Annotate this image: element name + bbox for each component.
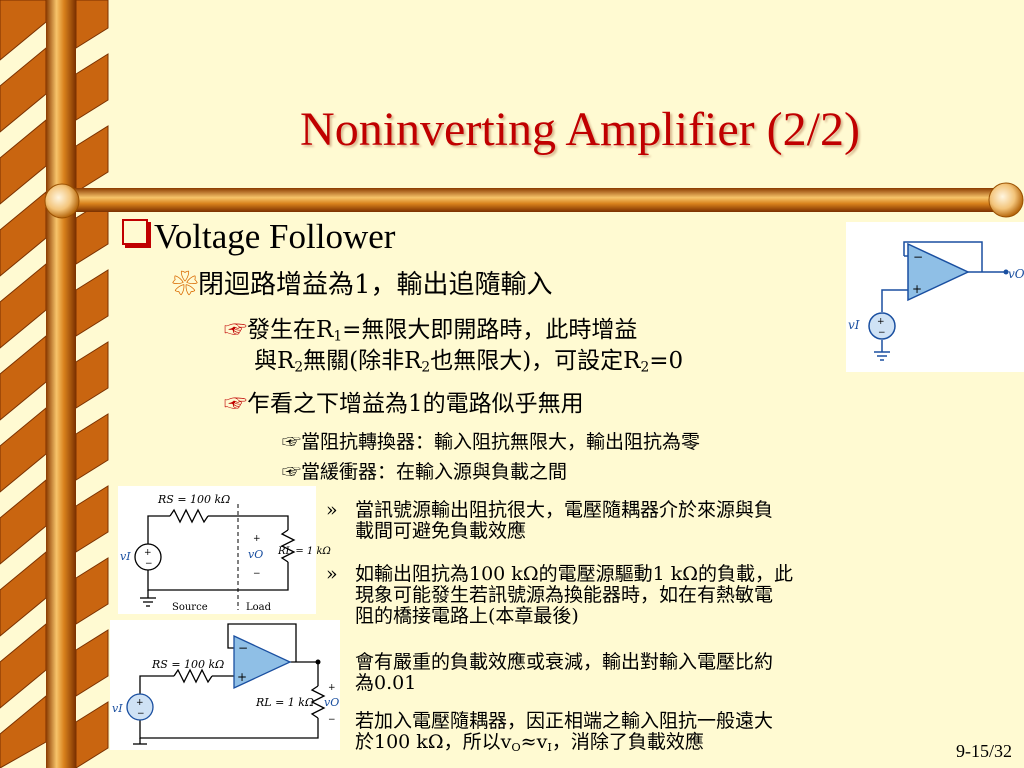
load-plus-label: + (253, 534, 261, 544)
source-circle-icon (134, 543, 162, 571)
text-part: 發生在R (247, 317, 334, 343)
load-minus-label: − (253, 569, 261, 579)
sub-bullet-4-text: 若加入電壓隨耦器，因正相端之輸入阻抗一般遠大 於100 kΩ，所以vO≈vI，消… (355, 711, 773, 753)
subscript: 2 (421, 359, 431, 376)
text-part: 也無限大)，可設定R (430, 348, 641, 374)
opamp-triangle-icon (907, 242, 970, 302)
buffered-circuit: − + + − vI RS = 100 kΩ RL = 1 kΩ + vO − (112, 623, 339, 745)
text-line: 會有嚴重的負載效應或衰減，輸出對輸入電壓比約 (355, 651, 774, 673)
raquo-bullet-icon: » (326, 499, 338, 521)
source-minus-label: − (137, 709, 145, 719)
sub-bullet-2: » (326, 564, 338, 585)
vo-label: vO (1008, 267, 1024, 281)
subscript: 1 (333, 328, 343, 345)
subscript: O (511, 739, 521, 754)
source-circle-icon (126, 693, 154, 721)
opamp-plus-label: + (237, 670, 247, 684)
opamp-minus-label: − (913, 250, 923, 264)
bullet-seems-useless: ☞乍看之下增益為1的電路似乎無用 (224, 391, 584, 417)
text-part: =無限大即開路時，此時增益 (342, 317, 638, 343)
load-plus-label: + (328, 683, 336, 693)
figure-buffered: − + + − vI RS = 100 kΩ RL = 1 kΩ + vO − (110, 620, 340, 750)
text-line: 阻的橋接電路上(本章最後) (355, 604, 579, 627)
pole-knob-right (988, 182, 1024, 218)
text-line: 載間可避免負載效應 (355, 519, 527, 542)
sub-bullet-2-text: 如輸出阻抗為100 kΩ的電壓源驅動1 kΩ的負載，此 現象可能發生若訊號源為換… (355, 564, 793, 627)
source-caption: Source (172, 602, 208, 613)
rs-label: RS = 100 kΩ (157, 493, 230, 506)
text-part: 當阻抗轉換器：輸入阻抗無限大，輸出阻抗為零 (301, 431, 701, 453)
bullet-impedance-converter: ☞當阻抗轉換器：輸入阻抗無限大，輸出阻抗為零 (282, 432, 700, 453)
slide-title: Noninverting Amplifier (2/2) (300, 103, 860, 156)
horizontal-pole (64, 188, 1014, 212)
subscript: 2 (294, 359, 304, 376)
text-part: 於100 kΩ，所以v (355, 730, 512, 753)
hand-pointer-small-icon: ☞ (282, 461, 302, 483)
text-line: 若加入電壓隨耦器，因正相端之輸入阻抗一般遠大 (355, 710, 774, 732)
checkbox-bullet-icon (122, 219, 148, 245)
text-line: 為0.01 (355, 671, 417, 694)
text-line: 於100 kΩ，所以vO≈vI，消除了負載效應 (355, 730, 773, 754)
subscript: 2 (640, 359, 650, 376)
load-caption: Load (246, 602, 272, 613)
text-part: 與R (254, 348, 295, 374)
opamp-minus-label: − (238, 641, 248, 655)
heading-text: Voltage Follower (154, 217, 396, 256)
text-line: 現象可能發生若訊號源為換能器時，如在有熱敏電 (355, 583, 774, 606)
text-part: ≈v (520, 730, 548, 753)
sub-bullet-3-text: 會有嚴重的負載效應或衰減，輸出對輸入電壓比約 為0.01 (355, 652, 773, 694)
flower-bullet-icon: ❀ (172, 270, 199, 300)
vo-label: vO (324, 696, 339, 709)
subheading-gain: ❀閉迴路增益為1，輸出追隨輸入 (172, 271, 553, 300)
heading-voltage-follower: Voltage Follower (122, 217, 396, 257)
voltage-source-icon (868, 312, 896, 340)
source-minus-label: − (145, 559, 153, 569)
text-part: 無關(除非R (303, 348, 422, 374)
figure-voltage-follower: − + + − vI vO (846, 222, 1024, 372)
vertical-pole (46, 0, 76, 768)
sub-bullet-1: » (326, 500, 338, 521)
hand-pointer-small-icon: ☞ (282, 431, 302, 453)
sub-bullet-1-text: 當訊號源輸出阻抗很大，電壓隨耦器介於來源與負 載間可避免負載效應 (355, 500, 773, 542)
page-number: 9-15/32 (956, 741, 1012, 761)
text-part: =0 (649, 348, 684, 374)
subscript: I (547, 739, 552, 754)
load-minus-label: − (328, 715, 336, 725)
source-plus-label: + (136, 698, 144, 708)
subheading-text: 閉迴路增益為1，輸出追隨輸入 (198, 270, 553, 300)
bullet-open-circuit: ☞發生在R1=無限大即開路時，此時增益 (224, 317, 638, 345)
raquo-bullet-icon: » (326, 563, 338, 585)
text-line: 當訊號源輸出阻抗很大，電壓隨耦器介於來源與負 (355, 499, 774, 521)
vi-label: vI (848, 318, 860, 332)
bullet-open-circuit-line2: 與R2無關(除非R2也無限大)，可設定R2=0 (254, 348, 684, 376)
rl-label: RL = 1 kΩ (277, 546, 331, 557)
rs-label: RS = 100 kΩ (151, 658, 224, 671)
hand-pointer-icon: ☞ (224, 391, 247, 417)
pole-knob-left (44, 183, 80, 219)
opamp-triangle-icon (233, 634, 292, 690)
hand-pointer-icon: ☞ (224, 317, 247, 343)
opamp-plus-label: + (912, 282, 922, 296)
bullet-buffer: ☞當緩衝器：在輸入源與負載之間 (282, 462, 567, 483)
source-plus-label: + (877, 317, 885, 327)
source-load-circuit: + − vI RS = 100 kΩ + vO − RL = 1 kΩ Sour… (120, 493, 331, 613)
vi-label: vI (112, 702, 123, 715)
voltage-follower-circuit: − + + − vI vO (848, 241, 1024, 361)
rl-label: RL = 1 kΩ (255, 696, 314, 709)
source-plus-label: + (144, 548, 152, 558)
text-part: ，消除了負載效應 (551, 730, 704, 753)
source-minus-label: − (878, 328, 886, 338)
text-part: 乍看之下增益為1的電路似乎無用 (247, 391, 584, 417)
text-part: 當緩衝器：在輸入源與負載之間 (301, 461, 568, 483)
vo-label: vO (248, 548, 263, 561)
figure-source-load: + − vI RS = 100 kΩ + vO − RL = 1 kΩ Sour… (118, 486, 331, 614)
text-line: 如輸出阻抗為100 kΩ的電壓源驅動1 kΩ的負載，此 (355, 563, 793, 585)
vi-label: vI (120, 550, 131, 563)
